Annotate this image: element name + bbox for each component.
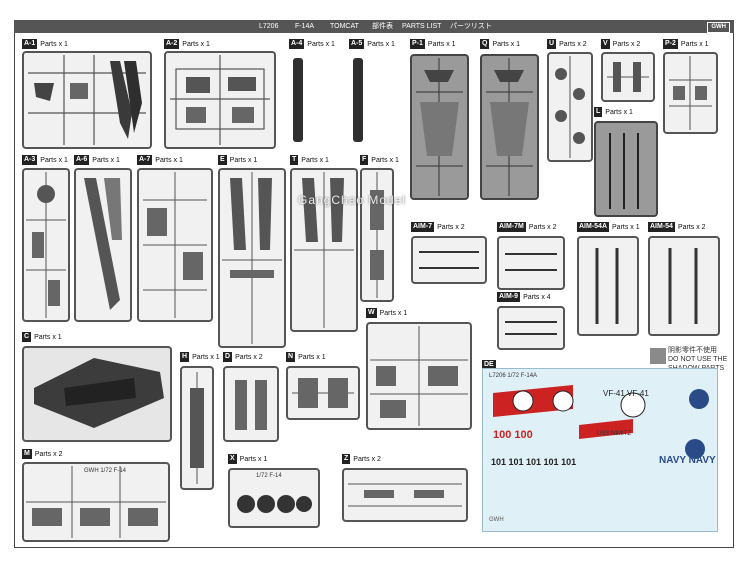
decal-graphics [493, 385, 709, 459]
sprue-m-tag: GWH 1/72 F-14 [84, 468, 127, 474]
model-name: F-14A [295, 23, 315, 30]
kit-code: L7206 [259, 23, 279, 30]
sprue-a2 [164, 51, 276, 149]
title-jp: パーツリスト [450, 23, 492, 30]
shadow-swatch [650, 348, 666, 364]
aircraft-name: TOMCAT [330, 23, 359, 30]
watermark: GangChao Model [298, 193, 407, 207]
sprue-aim7 [411, 236, 487, 284]
decal-navy: NAVY NAVY [659, 455, 716, 466]
decal-ship: USS NIMITZ [597, 431, 631, 437]
sprue-z [342, 468, 468, 522]
sprue-l [594, 121, 658, 217]
sprue-aim7m [497, 236, 565, 290]
decal-header: L7206 1/72 F-14A [489, 373, 538, 379]
sprue-m: GWH 1/72 F-14 [22, 462, 170, 542]
decal-numbers: 101 101 101 101 101 [491, 457, 577, 467]
sprue-d [223, 366, 279, 442]
label-de: DE [482, 360, 496, 370]
sprue-aim54a [577, 236, 639, 336]
decal-sheet: L7206 1/72 F-14A 100 100 VF-41 VF-41 101… [482, 368, 718, 532]
shadow-note-en1: DO NOT USE THE [668, 356, 728, 363]
sprue-a3 [22, 168, 70, 322]
sprue-q [480, 54, 539, 200]
decal-squadron: VF-41 VF-41 [603, 389, 649, 398]
sprue-x-tag: 1/72 F-14 [256, 473, 282, 479]
brand-logo: GWH [707, 22, 730, 33]
sprue-aim9 [497, 306, 565, 350]
sprue-p2 [663, 52, 718, 134]
decal-footer: GWH [489, 517, 504, 523]
sprue-w [366, 322, 472, 430]
sprue-h [180, 366, 214, 490]
sprue-e [218, 168, 286, 348]
sprue-u [547, 52, 593, 162]
sprue-t [290, 168, 358, 332]
decal-modex: 100 100 [493, 429, 533, 441]
sprue-aim54 [648, 236, 720, 336]
title-en: PARTS LIST [402, 23, 442, 30]
part-a5 [353, 58, 363, 142]
part-a4 [293, 58, 303, 142]
sprue-c [22, 346, 172, 442]
sprue-v [601, 52, 655, 102]
sprue-n [286, 366, 360, 420]
header-bar: L7206 F-14A TOMCAT 部件表 PARTS LIST パーツリスト… [14, 20, 734, 33]
sprue-p1 [410, 54, 469, 200]
sprue-a6 [74, 168, 132, 322]
sprue-a7 [137, 168, 213, 322]
sprue-a1 [22, 51, 152, 149]
title-cn: 部件表 [372, 23, 393, 30]
sprue-f [360, 168, 394, 302]
sprue-x: 1/72 F-14 [228, 468, 320, 528]
shadow-note-cn: 阴影零件不使用 [668, 347, 717, 354]
